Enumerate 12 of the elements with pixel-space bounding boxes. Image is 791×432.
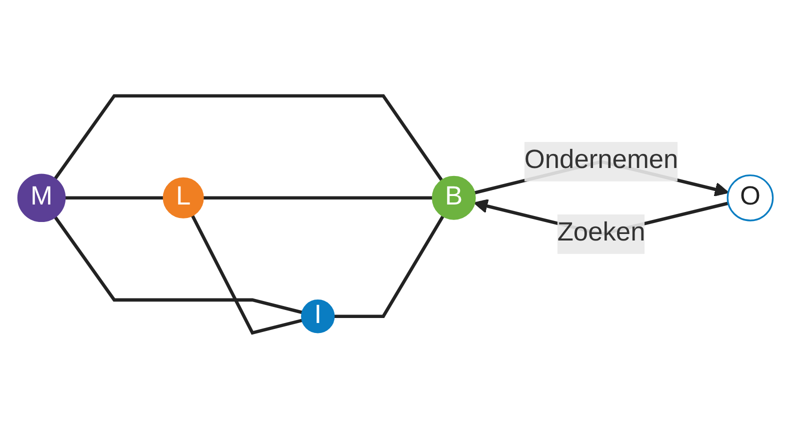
connector: [190, 214, 303, 335]
node-circle: [162, 177, 204, 218]
node-circle: [301, 300, 335, 334]
connector: [203, 196, 433, 200]
diagram: Ondernemen Zoeken M L I B O: [5, 5, 786, 427]
connector: [334, 215, 444, 318]
connector: [54, 94, 444, 182]
connector: [54, 216, 303, 314]
connector: [64, 196, 164, 200]
node-circle: [17, 174, 66, 222]
node-circle: [726, 174, 774, 222]
node-circle: [432, 176, 476, 220]
